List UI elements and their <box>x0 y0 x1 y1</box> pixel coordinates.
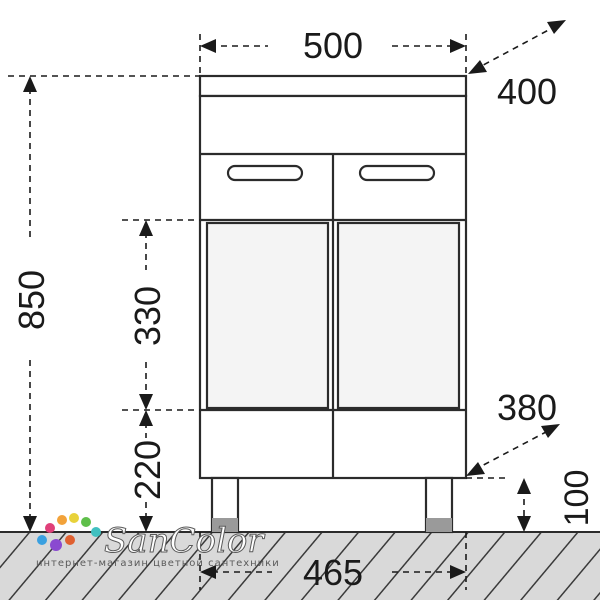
width-bottom-label: 465 <box>303 552 363 593</box>
door-panel-height-label: 330 <box>127 286 168 346</box>
cabinet <box>198 74 468 534</box>
left-handle <box>226 164 304 182</box>
left-door-panel <box>205 221 330 410</box>
floor <box>0 531 600 600</box>
countertop <box>198 74 468 98</box>
lower-height-label: 220 <box>127 440 168 500</box>
right-handle <box>358 164 436 182</box>
logo-name: SanColor <box>104 521 265 561</box>
right-door-panel <box>336 221 461 410</box>
dimension-lines <box>8 20 566 590</box>
logo-tagline: интернет-магазин цветной сантехники <box>36 558 280 569</box>
depth-top-label: 400 <box>497 71 557 112</box>
leg-height-label: 100 <box>558 470 596 527</box>
total-height-label: 850 <box>11 270 52 330</box>
logo-dots-icon <box>37 513 101 551</box>
width-top-label: 500 <box>303 25 363 66</box>
depth-bottom-label: 380 <box>497 387 557 428</box>
sancolor-logo: SanColor интернет-магазин цветной сантех… <box>36 513 280 569</box>
